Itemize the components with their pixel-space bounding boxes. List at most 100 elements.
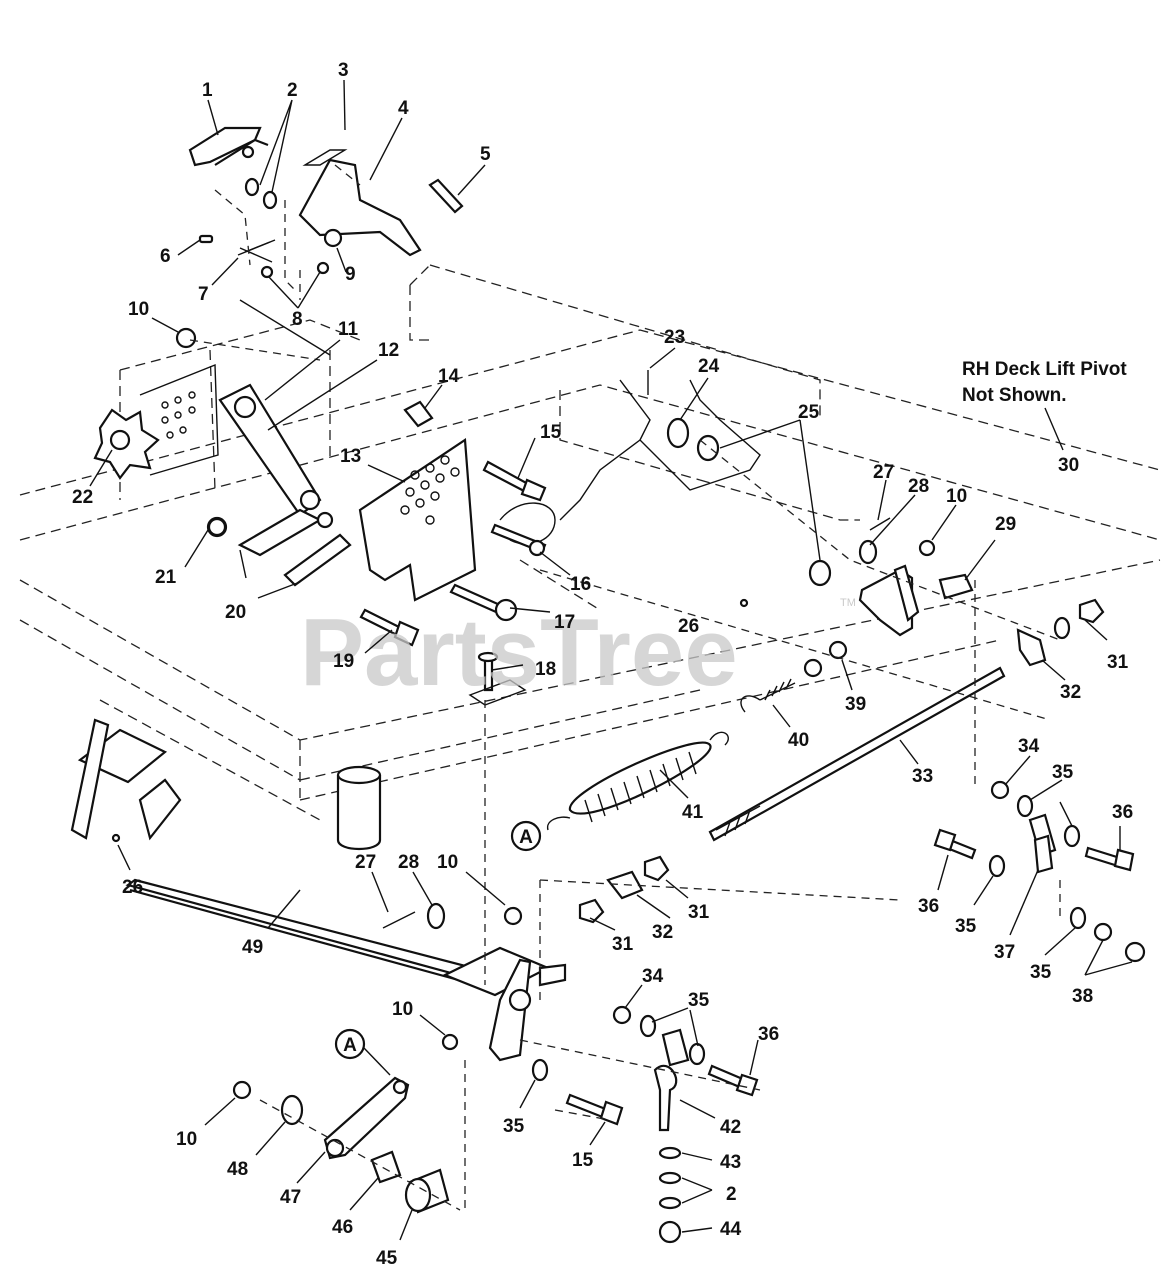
label-34-rh: 34 <box>1018 736 1040 757</box>
pin-14 <box>403 400 434 428</box>
label-36-lh: 36 <box>758 1024 779 1045</box>
mower-frame <box>19 264 1161 821</box>
label-35-rh-top: 35 <box>1052 762 1074 783</box>
label-33: 33 <box>912 766 933 787</box>
label-30: 30 <box>1058 455 1079 476</box>
label-7: 7 <box>198 284 209 305</box>
label-35-lh-low: 35 <box>503 1116 525 1137</box>
height-plate-13 <box>358 438 477 602</box>
label-16: 16 <box>570 574 591 595</box>
hitch-pin-16 <box>490 502 556 557</box>
label-17: 17 <box>554 612 575 633</box>
label-15-lower: 15 <box>572 1150 594 1171</box>
pin-washer-lower <box>382 902 523 930</box>
bushings-23-25 <box>647 370 832 587</box>
label-36-rh-left: 36 <box>918 896 939 917</box>
screw-18 <box>468 651 527 706</box>
label-35-rh-mid: 35 <box>955 916 977 937</box>
label-32-rh: 32 <box>1060 682 1081 703</box>
bolt-17 <box>449 583 518 622</box>
label-38: 38 <box>1072 986 1093 1007</box>
pedal-bracket-assembly <box>188 126 464 300</box>
label-4: 4 <box>398 98 409 119</box>
label-8: 8 <box>292 309 303 330</box>
label-20: 20 <box>225 602 246 623</box>
nut-21 <box>207 517 227 537</box>
note-line-1: RH Deck Lift Pivot <box>962 359 1127 380</box>
label-10-lower-mid: 10 <box>392 999 413 1020</box>
label-22: 22 <box>72 487 93 508</box>
label-6: 6 <box>160 246 171 267</box>
label-21: 21 <box>155 567 177 588</box>
lh-lift-arm-47 <box>232 1033 459 1214</box>
callout-a-lower: A <box>334 1028 391 1076</box>
label-26-lower: 26 <box>122 877 143 898</box>
label-46: 46 <box>332 1217 353 1238</box>
bolt-19 <box>359 608 420 647</box>
note-line-2: Not Shown. <box>962 385 1066 406</box>
label-49: 49 <box>242 937 263 958</box>
callout-a-upper-letter: A <box>519 827 533 848</box>
label-1: 1 <box>202 80 213 101</box>
rod-33 <box>708 666 1006 842</box>
rh-lift-hardware <box>933 780 1146 963</box>
label-42: 42 <box>720 1117 741 1138</box>
frame-break-edge <box>559 379 761 521</box>
label-39: 39 <box>845 694 866 715</box>
label-26-upper: 26 <box>678 616 699 637</box>
label-35-rh-low: 35 <box>1030 962 1052 983</box>
label-31-lh-left: 31 <box>612 934 634 955</box>
label-44: 44 <box>720 1219 742 1240</box>
bolt-15-upper <box>482 460 547 502</box>
label-47: 47 <box>280 1187 301 1208</box>
label-37: 37 <box>994 942 1015 963</box>
label-19: 19 <box>333 651 354 672</box>
label-29: 29 <box>995 514 1016 535</box>
label-43: 43 <box>720 1152 741 1173</box>
label-28-upper: 28 <box>908 476 929 497</box>
label-12: 12 <box>378 340 399 361</box>
lift-linkage-arms <box>206 299 352 587</box>
label-48: 48 <box>227 1159 248 1180</box>
label-31-lh-right: 31 <box>688 902 710 923</box>
part-numbers: 1 2 3 4 5 6 7 8 9 10 11 12 13 14 15 16 1… <box>72 60 1133 1269</box>
label-35-lh-top: 35 <box>688 990 710 1011</box>
label-41: 41 <box>682 802 704 823</box>
label-9: 9 <box>345 264 356 285</box>
label-3: 3 <box>338 60 349 81</box>
label-31-rh: 31 <box>1107 652 1129 673</box>
rockshaft-49 <box>70 718 567 1062</box>
lh-lift-hardware <box>531 1005 759 1244</box>
pivot-29 <box>858 517 974 637</box>
label-10-mid: 10 <box>437 852 458 873</box>
label-10-rh: 10 <box>946 486 967 507</box>
watermark-text: PartsTree <box>300 599 738 706</box>
label-2-lower: 2 <box>726 1184 737 1205</box>
label-23: 23 <box>664 327 685 348</box>
label-10-lower-left: 10 <box>176 1129 197 1150</box>
label-27-upper: 27 <box>873 462 894 483</box>
side-plate <box>139 363 219 476</box>
rh-trunnion <box>1016 598 1105 667</box>
label-18: 18 <box>535 659 556 680</box>
label-24: 24 <box>698 356 720 377</box>
nuts-39 <box>803 640 848 678</box>
leader-lines <box>89 79 1133 1241</box>
nut-10-upper <box>175 327 197 349</box>
hook-spring-40 <box>740 678 796 713</box>
assembly-guide-lines <box>189 339 1061 1211</box>
label-5: 5 <box>480 144 491 165</box>
watermark-trademark: TM <box>840 597 856 609</box>
label-40: 40 <box>788 730 809 751</box>
label-2: 2 <box>287 80 298 101</box>
label-10-upper: 10 <box>128 299 149 320</box>
callout-a-upper: A <box>510 820 542 852</box>
callout-a-lower-letter: A <box>343 1035 357 1056</box>
column-tube <box>336 765 382 850</box>
grease-fittings-26 <box>111 598 749 843</box>
label-45: 45 <box>376 1248 398 1269</box>
label-36-rh-right: 36 <box>1112 802 1133 823</box>
label-34-lh: 34 <box>642 966 664 987</box>
